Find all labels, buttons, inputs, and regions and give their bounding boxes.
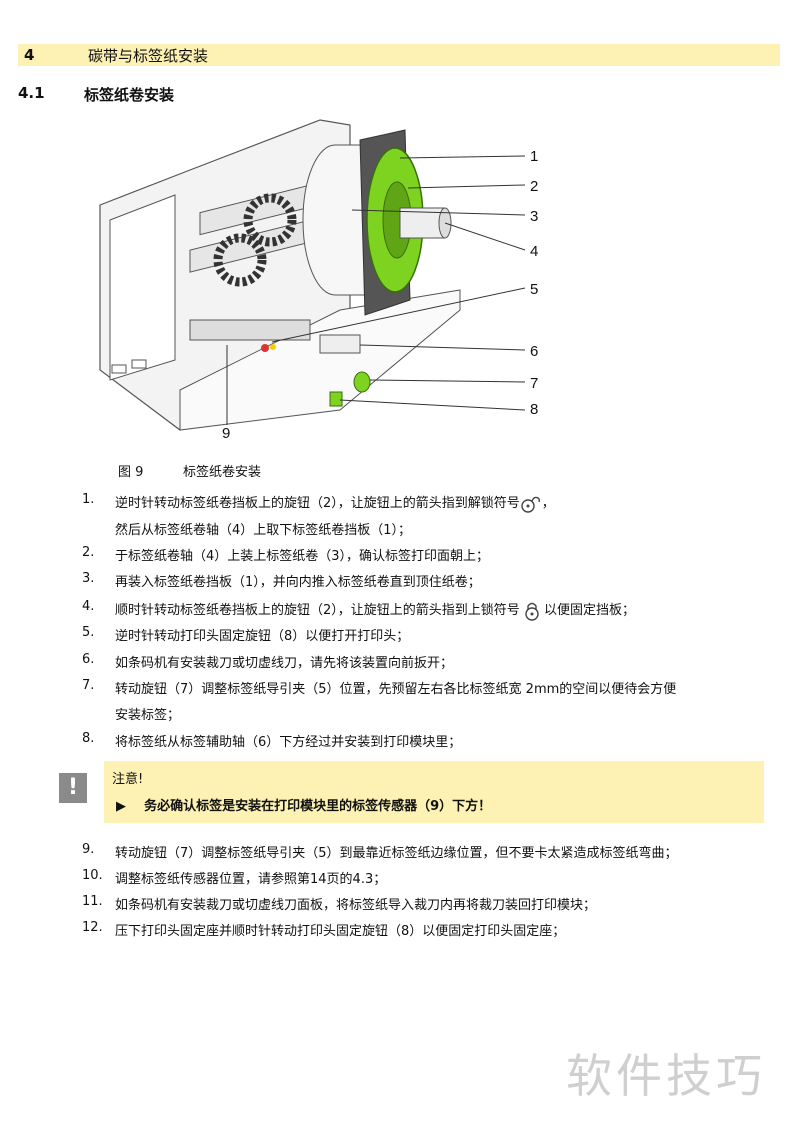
step-text: 安装标签； <box>115 708 181 723</box>
callout-7: 7 <box>530 375 538 392</box>
step-number: 12. <box>82 920 103 935</box>
subsection-title: 标签纸卷安装 <box>84 86 175 104</box>
note-body: ▶ 务必确认标签是安装在打印模块里的标签传感器（9）下方！ <box>116 799 492 814</box>
figure-caption-label: 图 9 <box>118 465 144 480</box>
callout-6: 6 <box>530 343 538 360</box>
step-text: 于标签纸卷轴（4）上装上标签纸卷（3），确认标签打印面朝上； <box>115 549 490 564</box>
step-number: 3. <box>82 571 95 586</box>
step-number: 6. <box>82 652 95 667</box>
callout-5: 5 <box>530 281 538 298</box>
step-text: 逆时针转动标签纸卷挡板上的旋钮（2），让旋钮上的箭头指到解锁符号， <box>115 496 555 513</box>
step-text: 将标签纸从标签辅助轴（6）下方经过并安装到打印模块里； <box>115 735 462 750</box>
lock-icon <box>525 602 539 621</box>
step-number: 5. <box>82 625 95 640</box>
note-box: 注意! ▶ 务必确认标签是安装在打印模块里的标签传感器（9）下方！ <box>104 761 764 823</box>
note-title: 注意! <box>112 772 144 787</box>
step-text: 再装入标签纸卷挡板（1），并向内推入标签纸卷直到顶住纸卷； <box>115 575 481 590</box>
section-header: 4 碳带与标签纸安装 <box>18 44 780 66</box>
callout-8: 8 <box>530 401 538 418</box>
step-number: 2. <box>82 545 95 560</box>
callout-2: 2 <box>530 178 538 195</box>
step-number: 11. <box>82 894 103 909</box>
warning-icon: ! <box>59 773 87 803</box>
subsection-number: 4.1 <box>18 84 45 102</box>
step-text: 如条码机有安装裁刀或切虚线刀，请先将该装置向前扳开； <box>115 656 454 671</box>
step-number: 7. <box>82 678 95 693</box>
callout-9: 9 <box>222 425 230 442</box>
printer-illustration: 1 2 3 4 5 6 7 8 9 <box>99 119 538 442</box>
bullet-arrow-icon: ▶ <box>116 799 126 814</box>
step-number: 4. <box>82 599 95 614</box>
step-number: 8. <box>82 731 95 746</box>
step-text: 调整标签纸传感器位置，请参照第14页的4.3； <box>115 872 387 887</box>
callout-3: 3 <box>530 208 538 225</box>
step-text: 压下打印头固定座并顺时针转动打印头固定旋钮（8）以便固定打印头固定座； <box>115 924 566 939</box>
step-text: 然后从标签纸卷轴（4）上取下标签纸卷挡板（1）； <box>115 523 412 538</box>
section-title: 碳带与标签纸安装 <box>88 46 209 65</box>
step-number: 1. <box>82 492 95 507</box>
watermark: 软件技巧 <box>566 1049 766 1103</box>
unlock-icon <box>521 496 540 513</box>
callout-1: 1 <box>530 148 538 165</box>
step-text: 逆时针转动打印头固定旋钮（8）以便打开打印头； <box>115 629 410 644</box>
callout-4: 4 <box>530 243 538 260</box>
step-text: 转动旋钮（7）调整标签纸导引夹（5）到最靠近标签纸边缘位置，但不要卡太紧造成标签… <box>115 846 678 861</box>
step-text: 顺时针转动标签纸卷挡板上的旋钮（2），让旋钮上的箭头指到上锁符号 以便固定挡板； <box>115 599 635 621</box>
section-number: 4 <box>24 46 35 64</box>
step-text: 如条码机有安装裁刀或切虚线刀面板，将标签纸导入裁刀内再将裁刀装回打印模块； <box>115 898 597 913</box>
step-number: 9. <box>82 842 95 857</box>
step-number: 10. <box>82 868 103 883</box>
figure-caption-text: 标签纸卷安装 <box>183 465 262 480</box>
step-text: 转动旋钮（7）调整标签纸导引夹（5）位置，先预留左右各比标签纸宽 2mm的空间以… <box>115 682 677 697</box>
